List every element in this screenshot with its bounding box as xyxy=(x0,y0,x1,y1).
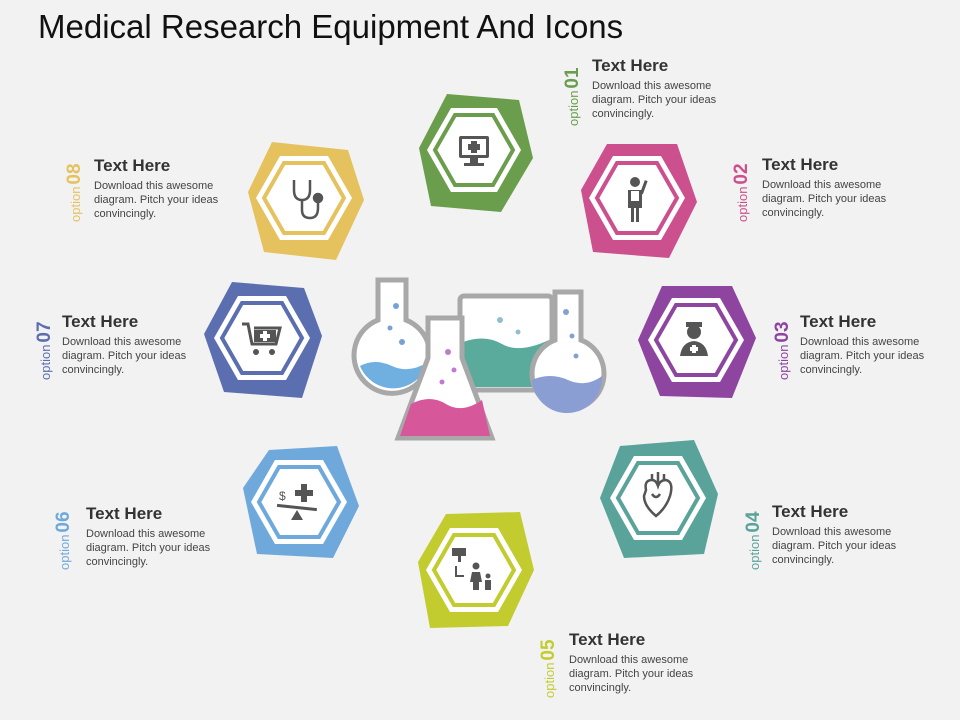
option-06-text: Text Here Download this awesome diagram.… xyxy=(86,504,236,569)
option-08-tag: option08 xyxy=(64,163,85,222)
option-06-heading: Text Here xyxy=(86,504,163,523)
option-08-number: 08 xyxy=(64,163,85,185)
option-04-desc: Download this awesome diagram. Pitch you… xyxy=(772,526,897,566)
nurse-icon xyxy=(680,322,708,356)
option-02-number: 02 xyxy=(731,163,752,185)
option-05-number: 05 xyxy=(538,639,559,661)
stethoscope-icon xyxy=(292,180,324,220)
round-flask-right-icon xyxy=(529,289,607,414)
medical-cart-icon xyxy=(242,322,282,355)
option-08-hex-ring xyxy=(261,161,347,235)
erlenmeyer-flask-icon xyxy=(394,315,496,441)
option-03-number: 03 xyxy=(772,321,793,343)
option-05-text: Text Here Download this awesome diagram.… xyxy=(569,630,719,695)
option-05-tag: option05 xyxy=(538,639,559,698)
option-01-heading: Text Here xyxy=(592,56,669,75)
option-01-hexagon xyxy=(409,88,539,218)
option-07-tag: option07 xyxy=(34,321,55,380)
option-01-desc: Download this awesome diagram. Pitch you… xyxy=(592,80,717,120)
option-03-text: Text Here Download this awesome diagram.… xyxy=(800,312,950,377)
option-03-hex-ring xyxy=(653,303,739,377)
heart-organ-icon xyxy=(642,472,673,518)
option-02-hexagon xyxy=(573,136,703,266)
option-08-hexagon xyxy=(240,136,370,266)
lab-flasks-illustration xyxy=(350,270,610,450)
option-02-tag: option02 xyxy=(731,163,752,222)
option-07-number: 07 xyxy=(34,321,55,343)
family-icon xyxy=(452,548,491,590)
option-01-text: Text Here Download this awesome diagram.… xyxy=(592,56,742,121)
option-03-heading: Text Here xyxy=(800,312,877,331)
option-07-heading: Text Here xyxy=(62,312,139,331)
option-02-text: Text Here Download this awesome diagram.… xyxy=(762,155,912,220)
page-title: Medical Research Equipment And Icons xyxy=(38,8,624,45)
option-04-heading: Text Here xyxy=(772,502,849,521)
round-flask-icon xyxy=(351,277,433,396)
option-05-desc: Download this awesome diagram. Pitch you… xyxy=(569,654,694,694)
cost-balance-icon: $ xyxy=(276,484,317,520)
option-08-text: Text Here Download this awesome diagram.… xyxy=(94,156,244,221)
option-02-desc: Download this awesome diagram. Pitch you… xyxy=(762,179,887,219)
option-03-tag: option03 xyxy=(772,321,793,380)
option-06-desc: Download this awesome diagram. Pitch you… xyxy=(86,528,211,568)
option-04-hex-ring xyxy=(615,461,701,535)
option-03-desc: Download this awesome diagram. Pitch you… xyxy=(800,336,925,376)
option-07-hexagon xyxy=(198,276,328,406)
option-06-tag: option06 xyxy=(53,511,74,570)
option-01-tag: option01 xyxy=(562,67,583,126)
option-05-heading: Text Here xyxy=(569,630,646,649)
option-06-number: 06 xyxy=(53,511,74,533)
option-03-hexagon xyxy=(632,278,762,408)
doctor-icon xyxy=(628,177,648,222)
option-07-desc: Download this awesome diagram. Pitch you… xyxy=(62,336,187,376)
option-05-hex-ring xyxy=(431,533,517,607)
option-05-hexagon xyxy=(408,506,538,636)
option-07-text: Text Here Download this awesome diagram.… xyxy=(62,312,212,377)
option-04-number: 04 xyxy=(743,511,764,533)
svg-text:$: $ xyxy=(279,489,286,503)
option-06-hex-ring xyxy=(256,465,342,539)
monitor-cross-icon xyxy=(459,136,489,166)
option-04-tag: option04 xyxy=(743,511,764,570)
option-02-heading: Text Here xyxy=(762,155,839,174)
option-04-hexagon xyxy=(594,436,724,566)
option-08-desc: Download this awesome diagram. Pitch you… xyxy=(94,180,219,220)
option-04-text: Text Here Download this awesome diagram.… xyxy=(772,502,922,567)
option-01-number: 01 xyxy=(562,67,583,89)
option-06-hexagon: $ xyxy=(235,440,365,570)
option-08-heading: Text Here xyxy=(94,156,171,175)
